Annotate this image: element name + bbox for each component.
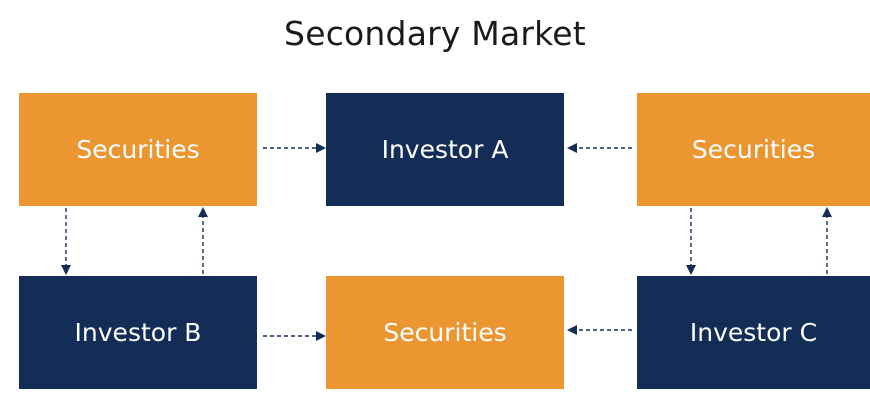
investor-a-label: Investor A	[381, 135, 509, 164]
securities-label: Securities	[383, 318, 507, 347]
investor-a-box: Investor A	[326, 93, 564, 206]
arrow-investor-b-up-to-securities	[198, 207, 208, 274]
securities-box-bottom-middle: Securities	[326, 276, 564, 389]
investor-b-box: Investor B	[19, 276, 257, 389]
securities-label: Securities	[76, 135, 200, 164]
arrow-investor-b-to-securities	[263, 331, 326, 341]
arrow-securities-down-to-investor-c	[686, 208, 696, 275]
securities-label: Securities	[691, 135, 816, 164]
arrow-securities-right-to-investor-a	[567, 143, 632, 153]
securities-box-top-right: Securities	[637, 93, 870, 206]
investor-c-box: Investor C	[637, 276, 870, 389]
investor-c-label: Investor C	[689, 318, 818, 347]
arrow-securities-to-investor-a	[263, 143, 326, 153]
investor-b-label: Investor B	[74, 318, 202, 347]
securities-box-top-left: Securities	[19, 93, 257, 206]
arrow-securities-down-to-investor-b	[61, 208, 71, 275]
arrow-investor-c-to-securities	[567, 325, 632, 335]
diagram-title: Secondary Market	[284, 14, 586, 53]
arrow-investor-c-up-to-securities	[822, 207, 832, 274]
